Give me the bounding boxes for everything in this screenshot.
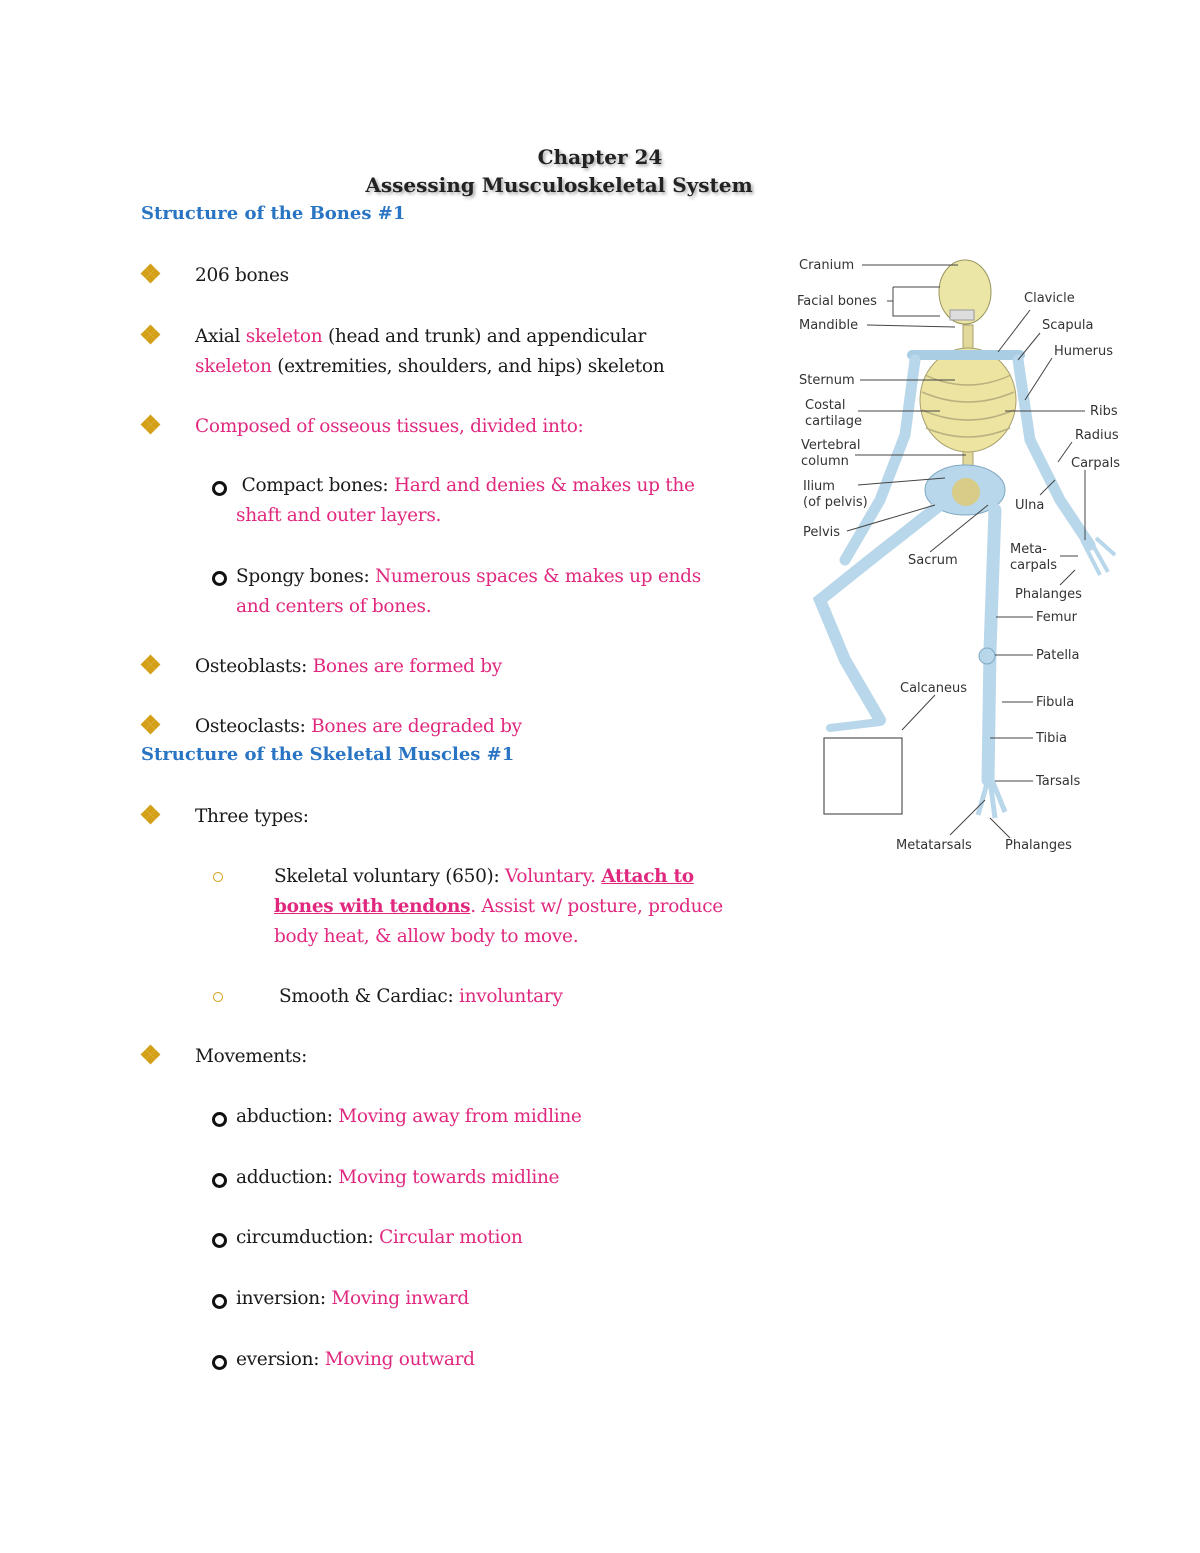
movement-item: abduction: Moving away from midline <box>236 1106 582 1127</box>
label-tibia: Tibia <box>1035 731 1067 746</box>
chapter-number: Chapter 24 <box>537 145 663 169</box>
diamond-bullet-icon <box>140 1044 161 1065</box>
label-fibula: Fibula <box>1036 695 1074 710</box>
label-meta: Meta- <box>1010 542 1047 557</box>
diamond-bullet-icon <box>140 324 161 345</box>
label-ribs: Ribs <box>1090 404 1118 419</box>
label-cranium: Cranium <box>799 258 854 273</box>
diamond-bullet-icon <box>140 804 161 825</box>
movement-item: adduction: Moving towards midline <box>236 1167 560 1188</box>
list-item: Movements: <box>195 1046 308 1067</box>
list-item: Osteoblasts: Bones are formed by <box>195 656 502 677</box>
diamond-bullet-icon <box>140 714 161 735</box>
list-item: Osteoclasts: Bones are degraded by <box>195 716 522 737</box>
movement-item: circumduction: Circular motion <box>236 1227 523 1248</box>
label-ulna: Ulna <box>1015 498 1044 513</box>
diamond-bullet-icon <box>140 263 161 284</box>
list-item: Three types: <box>195 806 309 827</box>
label-mandible: Mandible <box>799 318 858 333</box>
label-phalanges-foot: Phalanges <box>1005 838 1072 853</box>
list-item: Axial skeleton (head and trunk) and appe… <box>195 326 665 377</box>
label-carpals-2: carpals <box>1010 558 1057 573</box>
label-phalanges-hand: Phalanges <box>1015 587 1082 602</box>
label-of-pelvis: (of pelvis) <box>803 495 868 510</box>
diamond-bullet-icon <box>140 654 161 675</box>
label-costal: Costal <box>805 398 845 413</box>
label-carpals: Carpals <box>1071 456 1120 471</box>
label-vertebral: Vertebral <box>801 438 861 453</box>
label-tarsals: Tarsals <box>1035 774 1080 789</box>
page-title: Assessing Musculoskeletal System <box>365 173 753 197</box>
label-clavicle: Clavicle <box>1024 291 1075 306</box>
sub-list-item: Skeletal voluntary (650): Voluntary. Att… <box>274 866 723 947</box>
sub-list-item: Compact bones: Hard and denies & makes u… <box>236 475 695 526</box>
label-cartilage: cartilage <box>805 414 862 429</box>
ring-bullet-icon <box>212 1355 227 1370</box>
diamond-bullet-icon <box>140 414 161 435</box>
label-sternum: Sternum <box>799 373 855 388</box>
label-calcaneus: Calcaneus <box>900 681 967 696</box>
label-column: column <box>801 454 849 469</box>
skeleton-diagram: Cranium Facial bones Mandible Sternum Co… <box>790 250 1130 860</box>
ring-bullet-icon <box>212 1233 227 1248</box>
section-heading-muscles: Structure of the Skeletal Muscles #1 <box>141 744 515 765</box>
ring-bullet-icon <box>212 1112 227 1127</box>
label-femur: Femur <box>1036 610 1078 625</box>
ring-bullet-icon <box>212 481 227 496</box>
label-patella: Patella <box>1036 648 1080 663</box>
ring-bullet-icon <box>212 1173 227 1188</box>
section-heading-bones: Structure of the Bones #1 <box>141 203 406 224</box>
sub-list-item: Spongy bones: Numerous spaces & makes up… <box>236 566 701 617</box>
ring-bullet-icon <box>212 571 227 586</box>
circle-bullet-icon <box>213 872 223 882</box>
circle-bullet-icon <box>213 992 223 1002</box>
label-humerus: Humerus <box>1054 344 1113 359</box>
label-ilium: Ilium <box>803 479 835 494</box>
label-scapula: Scapula <box>1042 318 1093 333</box>
list-item: Composed of osseous tissues, divided int… <box>195 416 584 437</box>
ring-bullet-icon <box>212 1294 227 1309</box>
movement-item: eversion: Moving outward <box>236 1349 475 1370</box>
label-radius: Radius <box>1075 428 1119 443</box>
label-sacrum: Sacrum <box>908 553 958 568</box>
movement-item: inversion: Moving inward <box>236 1288 469 1309</box>
label-facial-bones: Facial bones <box>797 294 877 309</box>
list-item: 206 bones <box>195 265 289 286</box>
sub-list-item: Smooth & Cardiac: involuntary <box>279 986 563 1007</box>
label-metatarsals: Metatarsals <box>896 838 972 853</box>
label-pelvis: Pelvis <box>803 525 840 540</box>
